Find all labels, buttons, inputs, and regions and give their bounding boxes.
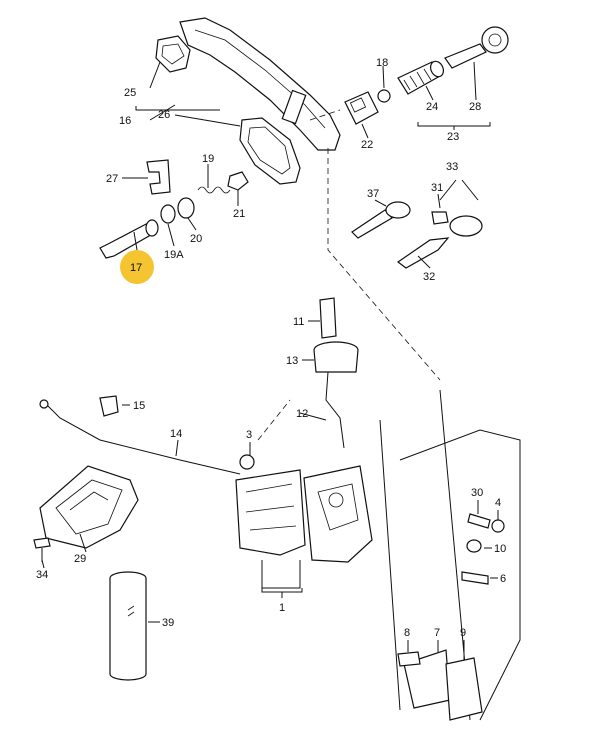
callout-21: 21 xyxy=(233,208,245,220)
door-edge-line xyxy=(379,419,401,711)
o-ring-part xyxy=(377,89,391,103)
washer-10-part xyxy=(466,539,482,553)
callout-34: 34 xyxy=(36,569,48,581)
microswitch-3-part xyxy=(239,454,255,470)
cable-clip-15-part xyxy=(99,395,119,417)
callout-7: 7 xyxy=(434,627,440,639)
callout-3: 3 xyxy=(246,429,252,441)
callout-11: 11 xyxy=(293,316,304,328)
callout-23: 23 xyxy=(447,131,459,143)
knob-guide-part xyxy=(313,341,359,373)
callout-4: 4 xyxy=(495,497,501,509)
callout-16: 16 xyxy=(119,115,131,127)
lock-rod-part xyxy=(325,371,345,449)
callout-22: 22 xyxy=(361,139,373,151)
striker-plate-9-part xyxy=(445,657,483,721)
bushing-part xyxy=(227,171,249,191)
cam-part xyxy=(177,197,195,219)
key-blank-37-part xyxy=(351,201,411,239)
leader-lines xyxy=(41,61,499,660)
lock-cylinder-part xyxy=(397,60,445,95)
callout-8: 8 xyxy=(404,627,410,639)
lock-pin-part xyxy=(99,219,159,259)
callout-9: 9 xyxy=(460,627,466,639)
callout-13: 13 xyxy=(286,355,298,367)
washer-part xyxy=(160,204,176,224)
screw-34-part xyxy=(33,537,51,562)
callout-29: 29 xyxy=(74,553,86,565)
callout-17-highlight xyxy=(120,250,154,284)
callout-18: 18 xyxy=(376,57,388,69)
callout-10: 10 xyxy=(494,543,506,555)
callout-25: 25 xyxy=(124,87,136,99)
callout-15: 15 xyxy=(133,400,145,412)
callout-30: 30 xyxy=(471,487,483,499)
callout-12: 12 xyxy=(296,408,308,420)
callout-28: 28 xyxy=(469,101,481,113)
callout-19a: 19A xyxy=(164,249,184,261)
callout-26: 26 xyxy=(158,109,170,121)
disc-33-part xyxy=(449,215,483,237)
lock-knob-part xyxy=(319,297,337,339)
key-part xyxy=(444,26,509,69)
nut-4-part xyxy=(491,519,505,533)
cylinder-housing-part xyxy=(344,91,379,125)
callout-labels: 25 26 16 27 19 21 20 19A 17 18 22 24 28 … xyxy=(36,57,506,639)
screw-6-part xyxy=(461,571,489,585)
callout-39: 39 xyxy=(162,617,174,629)
bolt-30-part xyxy=(467,513,491,529)
callout-20: 20 xyxy=(190,233,202,245)
callout-17: 17 xyxy=(130,262,142,274)
callout-19: 19 xyxy=(202,153,214,165)
callout-31: 31 xyxy=(431,182,443,194)
sleeve-39-part xyxy=(109,571,147,681)
clip-part xyxy=(146,159,171,195)
key-blank-32-part xyxy=(396,237,450,269)
door-handle-part xyxy=(155,17,341,151)
callout-1: 1 xyxy=(279,602,285,614)
callout-14: 14 xyxy=(170,428,182,440)
callout-24: 24 xyxy=(426,101,438,113)
bolt-8-part xyxy=(397,651,421,667)
interior-handle-part xyxy=(39,465,139,549)
release-cable-part xyxy=(41,399,241,475)
nut-31-part xyxy=(431,211,449,225)
spring-part xyxy=(197,186,231,194)
callout-32: 32 xyxy=(423,271,435,283)
callout-27: 27 xyxy=(106,173,118,185)
callout-6: 6 xyxy=(500,573,506,585)
handle-gasket-part xyxy=(239,117,301,185)
callout-37: 37 xyxy=(367,188,379,200)
callout-33: 33 xyxy=(446,161,458,173)
lock-unit-part xyxy=(235,454,373,563)
